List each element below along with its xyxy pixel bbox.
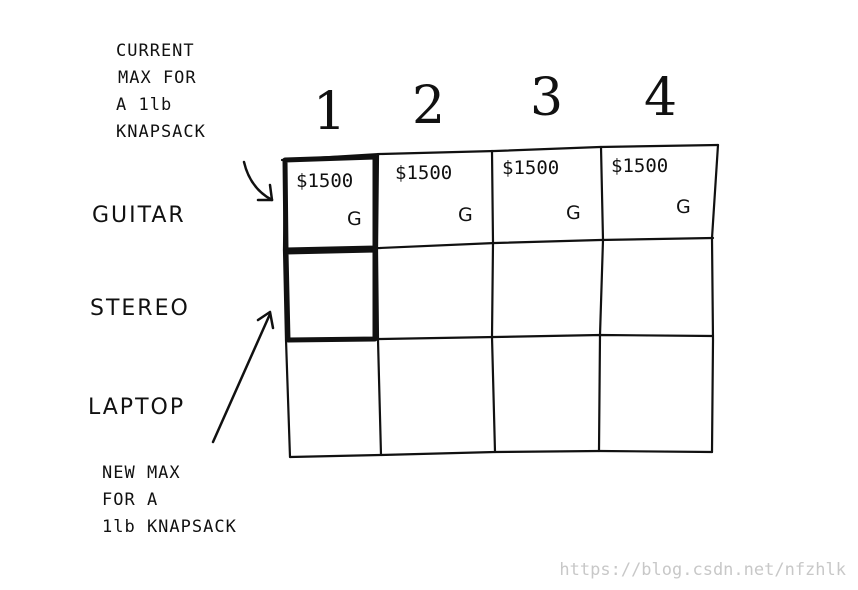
column-header-4: 4: [644, 68, 678, 128]
column-header-3: 3: [530, 68, 564, 128]
new-max-line-1: NEW MAX: [102, 463, 181, 483]
arrows: [211, 160, 275, 444]
grid-right-border: [710, 143, 720, 454]
cell-guitar-4-value: $1500: [611, 155, 669, 177]
new-max-line-3: 1lb KNAPSACK: [102, 517, 237, 537]
row-label-laptop: LAPTOP: [88, 395, 186, 420]
new-max-note: NEW MAX FOR A 1lb KNAPSACK: [102, 460, 237, 541]
new-max-line-2: FOR A: [102, 490, 159, 510]
grid-col-divider-1: [375, 152, 383, 457]
cell-guitar-3-value: $1500: [502, 157, 560, 179]
current-max-line-3: A 1lb: [116, 95, 173, 115]
grid-col-divider-3: [597, 145, 605, 453]
grid-col-divider-2: [490, 149, 497, 454]
grid-bottom-border: [288, 449, 714, 459]
watermark: https://blog.csdn.net/nfzhlk: [559, 560, 846, 580]
current-max-line-1: CURRENT: [116, 41, 195, 61]
current-max-arrowhead: [256, 183, 274, 202]
highlight-stereo-1lb: [283, 247, 378, 343]
current-max-line-2: MAX FOR: [118, 68, 197, 88]
cell-guitar-3-item: G: [566, 202, 581, 224]
cell-guitar-1-value: $1500: [296, 170, 354, 192]
row-label-guitar: GUITAR: [92, 203, 186, 228]
current-max-arrow: [242, 160, 274, 202]
current-max-note: CURRENT MAX FOR A 1lb KNAPSACK: [116, 38, 206, 146]
current-max-line-4: KNAPSACK: [116, 122, 206, 142]
new-max-arrow: [211, 312, 272, 444]
cell-guitar-2-item: G: [458, 204, 473, 226]
highlighted-cells: [282, 154, 378, 343]
new-max-arrowhead: [256, 310, 275, 330]
cell-guitar-4-item: G: [676, 196, 691, 218]
cell-guitar-2-value: $1500: [395, 162, 453, 184]
column-header-1: 1: [313, 82, 347, 142]
cell-guitar-1-item: G: [347, 208, 362, 230]
row-label-stereo: STEREO: [90, 296, 190, 321]
column-header-2: 2: [412, 76, 446, 136]
